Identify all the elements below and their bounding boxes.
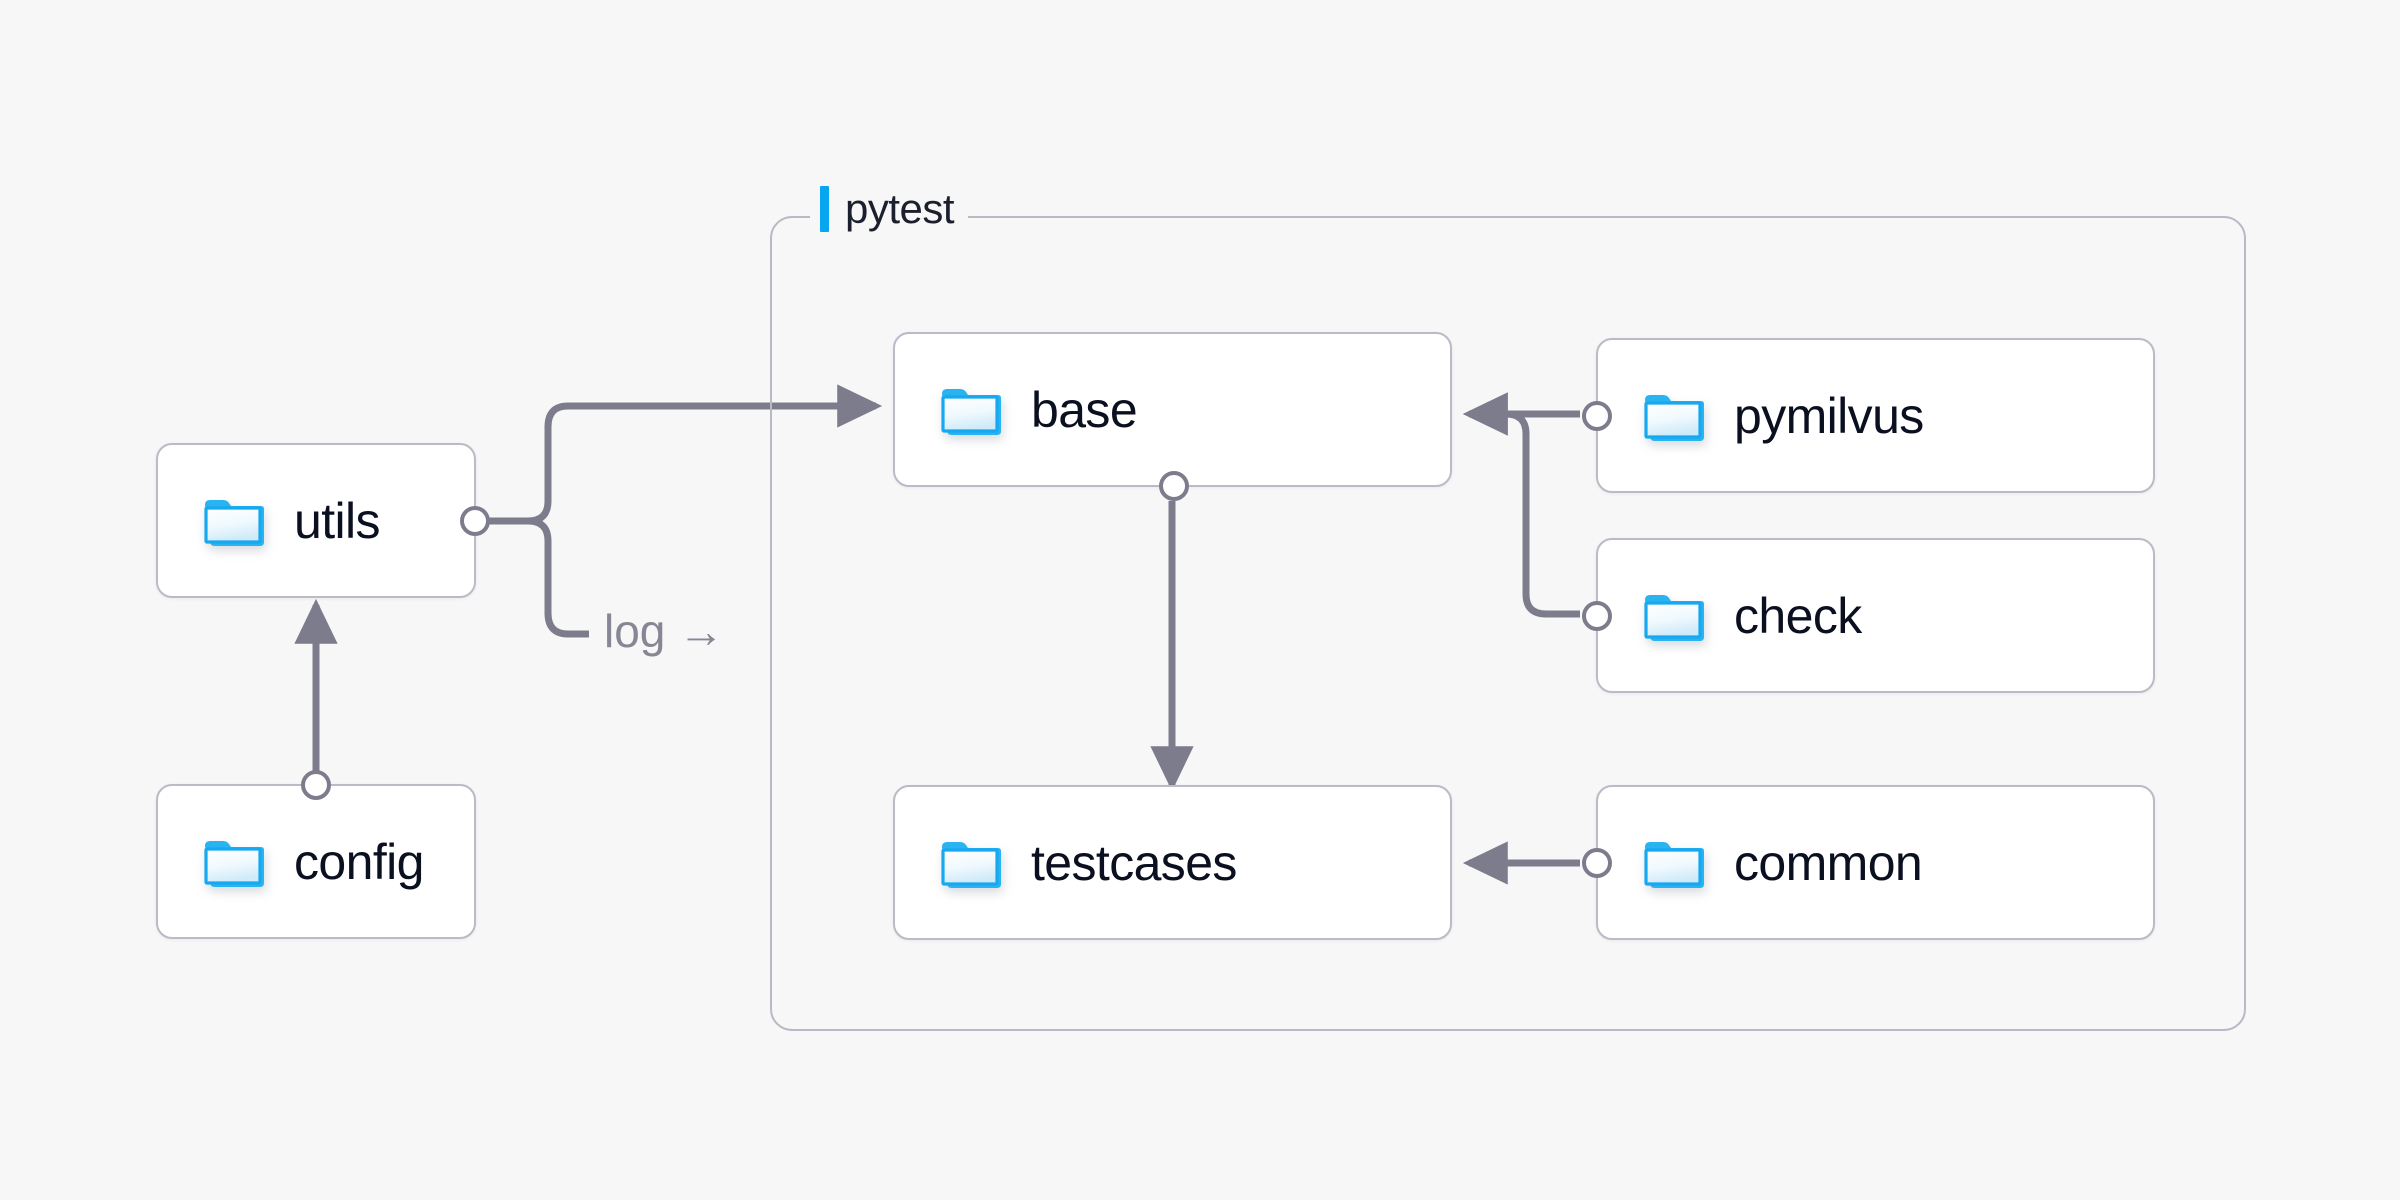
group-pytest-label: pytest <box>810 182 969 236</box>
node-label: common <box>1734 834 1923 891</box>
port-config-top[interactable] <box>301 770 331 800</box>
folder-icon <box>1642 591 1704 641</box>
group-pytest-title: pytest <box>845 185 955 232</box>
node-label: base <box>1031 381 1138 438</box>
node-base[interactable]: base <box>893 332 1452 501</box>
node-label: utils <box>294 492 381 549</box>
port-base-bottom[interactable] <box>1159 471 1189 501</box>
port-utils-right[interactable] <box>460 505 490 536</box>
node-testcases[interactable]: testcases <box>893 785 1452 940</box>
node-label: testcases <box>1031 834 1237 891</box>
folder-icon <box>202 837 264 887</box>
accent-bar-icon <box>820 186 829 232</box>
edge-label-log: log → <box>604 605 725 657</box>
folder-icon <box>202 496 264 546</box>
port-common-left[interactable] <box>1582 847 1612 878</box>
node-config[interactable]: config <box>156 770 476 939</box>
port-check-left[interactable] <box>1582 600 1612 631</box>
folder-icon <box>939 838 1001 888</box>
node-common[interactable]: common <box>1582 785 2155 940</box>
folder-icon <box>939 385 1001 435</box>
group-pytest[interactable] <box>770 216 2246 1031</box>
node-label: pymilvus <box>1734 387 1924 444</box>
port-pymilvus-left[interactable] <box>1582 400 1612 431</box>
node-utils[interactable]: utils <box>156 443 490 598</box>
node-label: config <box>294 833 424 890</box>
node-label: check <box>1734 587 1862 644</box>
edge-utils-log <box>527 517 589 638</box>
node-check[interactable]: check <box>1582 538 2155 693</box>
node-pymilvus[interactable]: pymilvus <box>1582 338 2155 493</box>
folder-icon <box>1642 391 1704 441</box>
folder-icon <box>1642 838 1704 888</box>
